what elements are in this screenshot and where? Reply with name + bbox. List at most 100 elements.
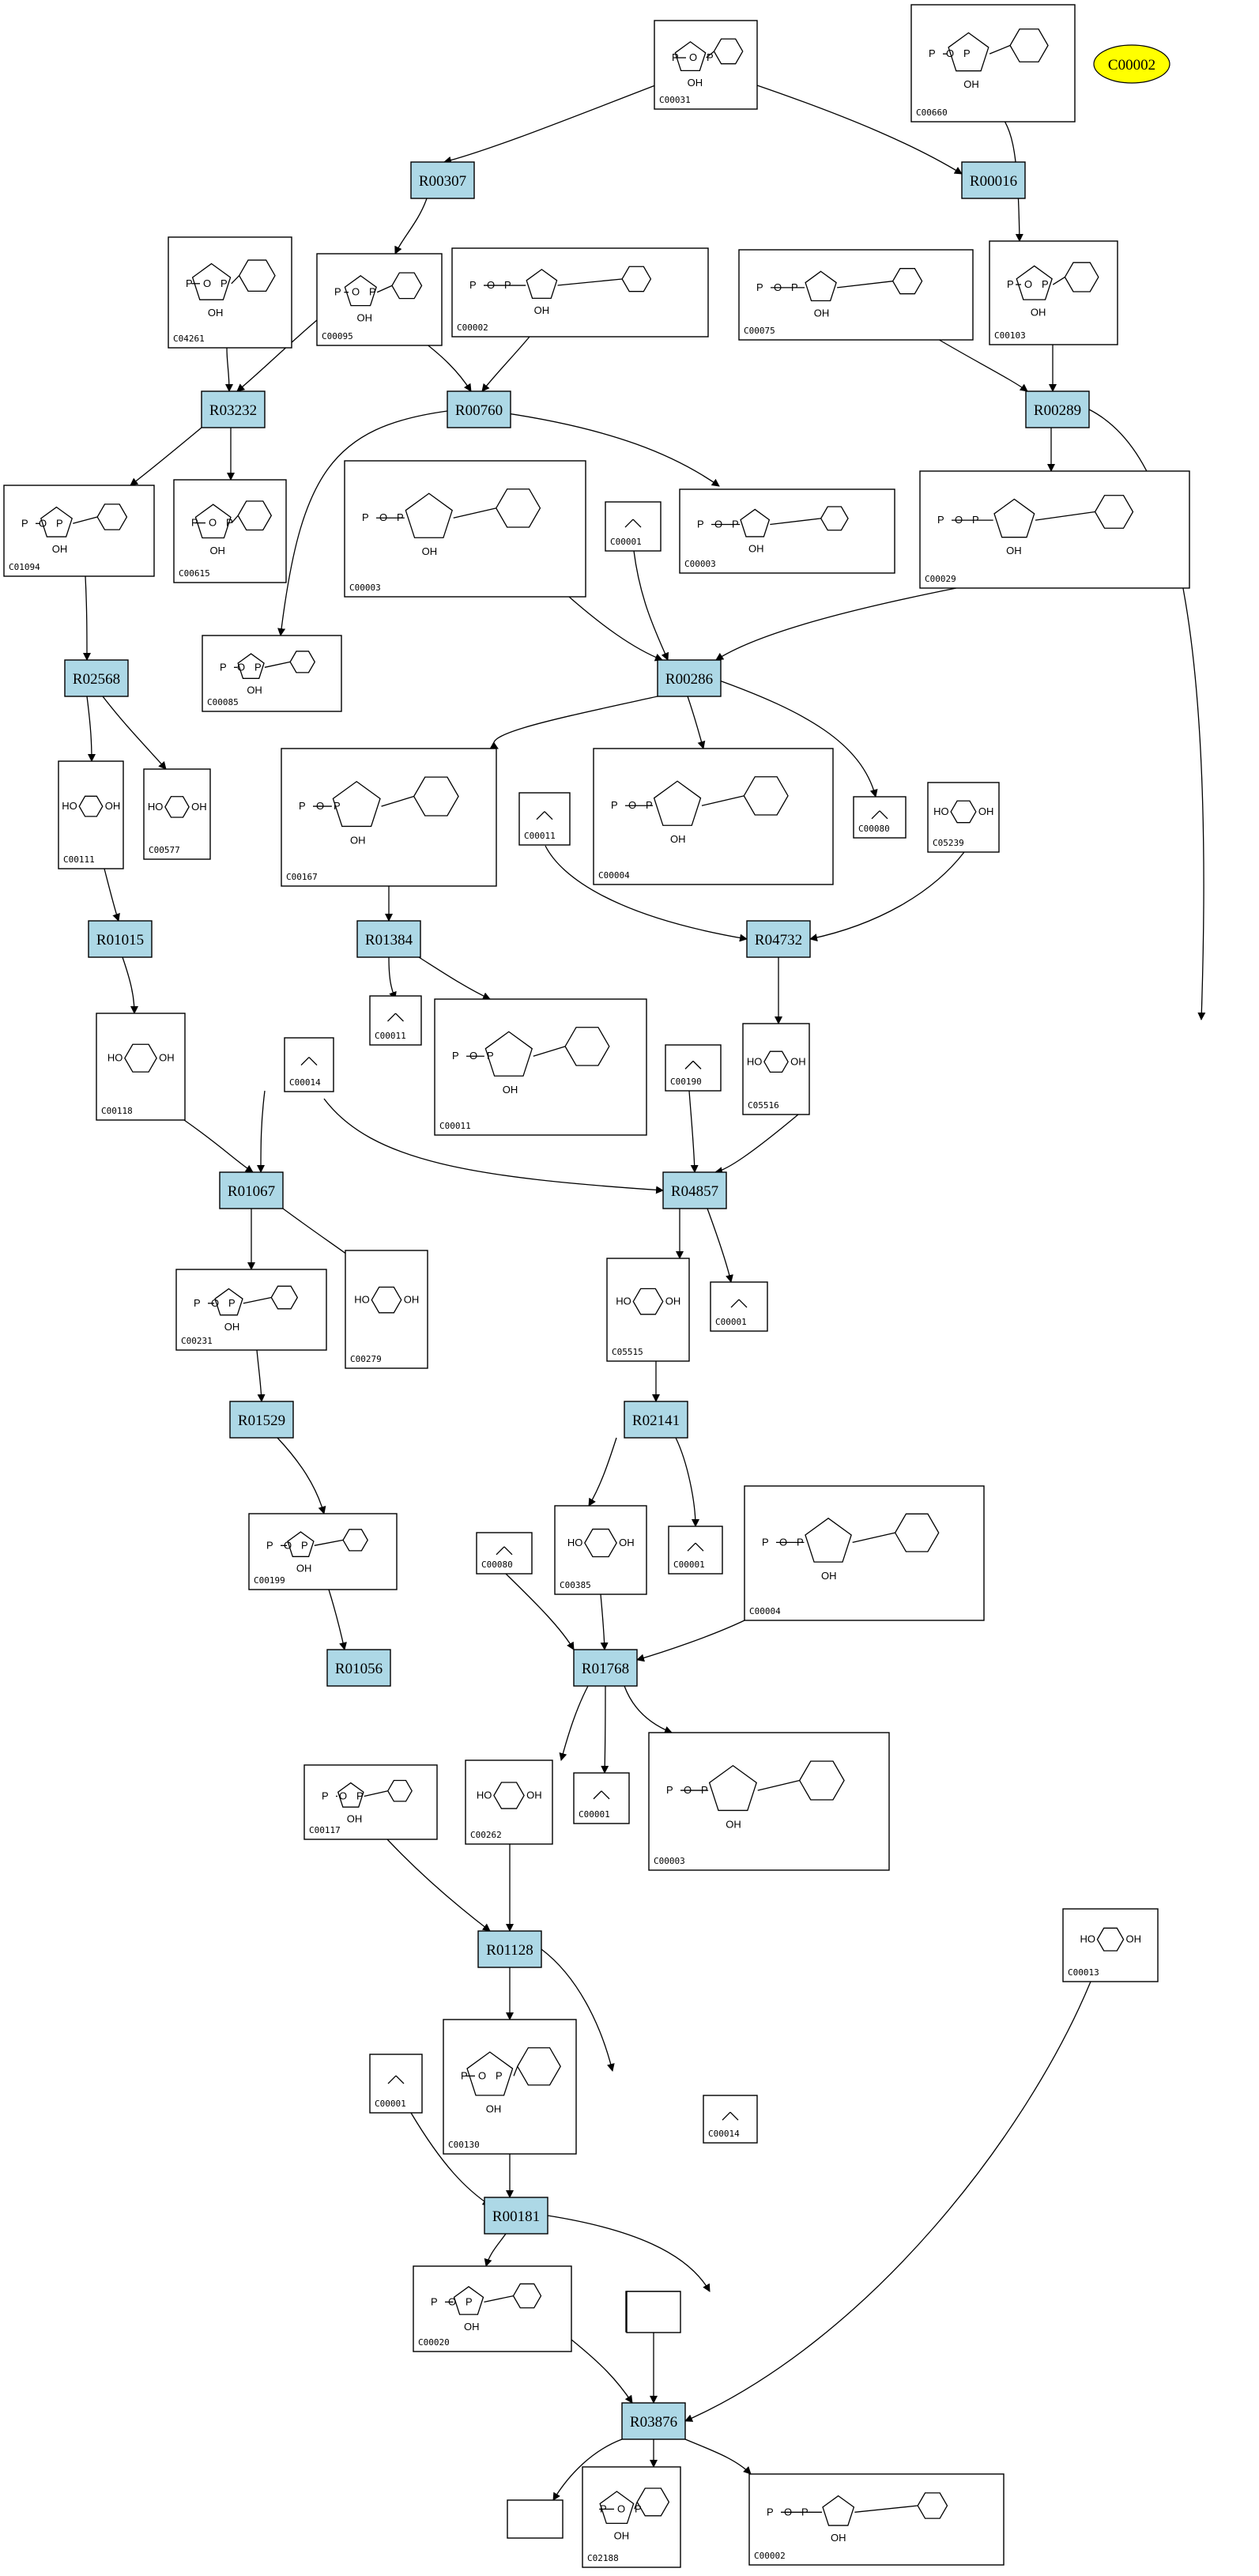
highlight-compound[interactable]: C00002 <box>1093 44 1170 84</box>
compound-box <box>919 470 1190 589</box>
reaction-node[interactable]: R00286 <box>657 659 722 697</box>
reaction-node[interactable]: R01128 <box>477 1930 542 1968</box>
compound-node[interactable]: C00014 <box>703 2095 758 2144</box>
compound-id: C00231 <box>181 1336 213 1346</box>
small-bond <box>730 1299 740 1308</box>
reaction-node[interactable]: R01015 <box>88 920 153 958</box>
reaction-node[interactable]: R03876 <box>621 2402 686 2440</box>
compound-id: C00080 <box>858 824 890 834</box>
reaction-edge <box>547 2215 711 2292</box>
reaction-edge <box>82 575 91 661</box>
atom-label: HO <box>933 805 949 817</box>
reaction-node[interactable]: R01384 <box>356 920 421 958</box>
compound-id: C00111 <box>63 854 95 865</box>
compound-id: C00031 <box>659 95 691 105</box>
ring-bond <box>493 1782 525 1809</box>
reaction-node[interactable]: R04732 <box>746 920 811 958</box>
small-bond <box>308 1057 318 1066</box>
reaction-node[interactable]: R00016 <box>961 161 1026 199</box>
highlight-label: C00002 <box>1108 57 1155 74</box>
chain-bond <box>1052 277 1065 285</box>
empty-compound-box[interactable] <box>626 2291 681 2333</box>
atom-label: O <box>339 1790 347 1801</box>
compound-node[interactable]: C00011 <box>369 995 422 1046</box>
atom-label: HO <box>354 1294 370 1306</box>
atom-label: P <box>322 1790 329 1801</box>
compound-node[interactable]: C00001 <box>369 2054 423 2114</box>
compound-id: C00117 <box>309 1825 341 1835</box>
reaction-node[interactable]: R02141 <box>624 1401 688 1439</box>
chain-bond <box>854 2505 918 2513</box>
compound-node[interactable]: C00014 <box>284 1037 334 1092</box>
compound-box <box>281 748 497 887</box>
reaction-node[interactable]: R01529 <box>229 1401 294 1439</box>
compound-node[interactable]: C00080 <box>853 796 907 839</box>
reaction-node[interactable]: R03232 <box>201 390 266 428</box>
reaction-node[interactable]: R00181 <box>484 2197 548 2235</box>
compound-node[interactable]: C00080 <box>476 1532 533 1575</box>
reaction-node[interactable]: R04857 <box>662 1171 727 1209</box>
reaction-node[interactable]: R01067 <box>219 1171 284 1209</box>
ring-bond <box>40 506 73 537</box>
atom-label: O <box>628 799 636 811</box>
compound-node[interactable]: C00011 <box>518 792 571 846</box>
compound-id: C00190 <box>670 1077 702 1087</box>
atom-label: OH <box>821 1570 837 1582</box>
reaction-node[interactable]: R00289 <box>1025 390 1090 428</box>
reaction-edge <box>636 1620 745 1662</box>
empty-compound-box[interactable] <box>507 2499 564 2539</box>
ring-bond <box>822 2495 855 2526</box>
ring-bond <box>740 508 771 537</box>
compound-box <box>248 1513 398 1590</box>
compound-node[interactable]: C00190 <box>665 1044 722 1092</box>
reaction-node[interactable]: R00307 <box>410 161 475 199</box>
compound-node[interactable]: C00001 <box>573 1772 630 1824</box>
reaction-node[interactable]: R02568 <box>64 659 129 697</box>
compound-node[interactable]: C00001 <box>668 1526 723 1575</box>
reaction-node[interactable]: R01056 <box>326 1649 391 1687</box>
compound-node[interactable]: C00001 <box>605 501 662 552</box>
ring-bond <box>332 780 381 828</box>
reaction-node[interactable]: R01768 <box>573 1649 638 1687</box>
compound-id: C00001 <box>610 537 642 547</box>
reaction-edge <box>102 696 167 770</box>
compound-node[interactable]: C00001 <box>710 1281 768 1332</box>
reaction-node[interactable]: R00760 <box>447 390 511 428</box>
ring-bond <box>194 504 232 539</box>
